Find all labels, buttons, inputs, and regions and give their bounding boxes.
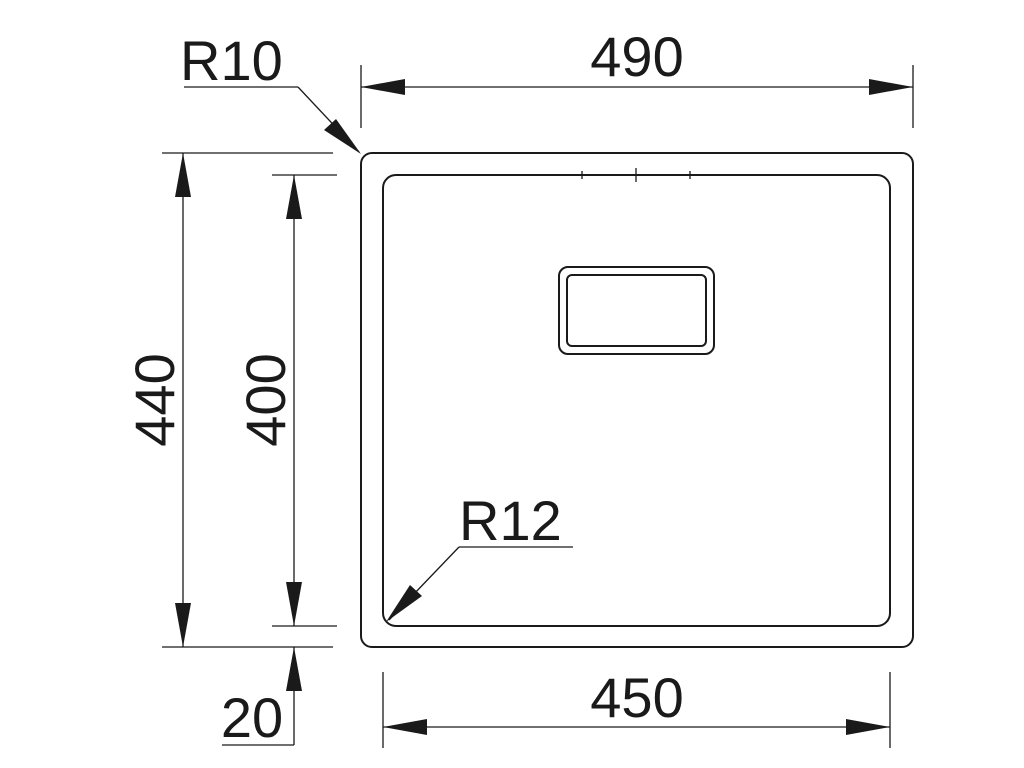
dimension-width-inner: 450 <box>382 666 891 748</box>
center-ticks <box>581 168 691 182</box>
overflow-opening-inner <box>566 274 707 347</box>
dimension-height-overall: 440 <box>123 152 333 648</box>
dimension-width-overall: 490 <box>360 25 914 128</box>
radius-callout-inner: R12 <box>386 489 573 622</box>
dimension-value-450: 450 <box>590 666 683 729</box>
radius-callout-outer: R10 <box>180 29 361 154</box>
outer-sink-outline <box>360 152 914 648</box>
inner-basin-outline <box>382 174 891 627</box>
dimension-value-400: 400 <box>234 353 297 446</box>
dimension-value-490: 490 <box>590 25 683 88</box>
dimension-offset: 20 <box>221 647 302 749</box>
dimension-height-inner: 400 <box>234 174 337 627</box>
radius-label-r12: R12 <box>459 489 562 552</box>
dimension-value-440: 440 <box>123 353 186 446</box>
overflow-opening-outer <box>558 266 715 355</box>
dimension-value-20: 20 <box>221 686 283 749</box>
radius-label-r10: R10 <box>180 29 283 92</box>
